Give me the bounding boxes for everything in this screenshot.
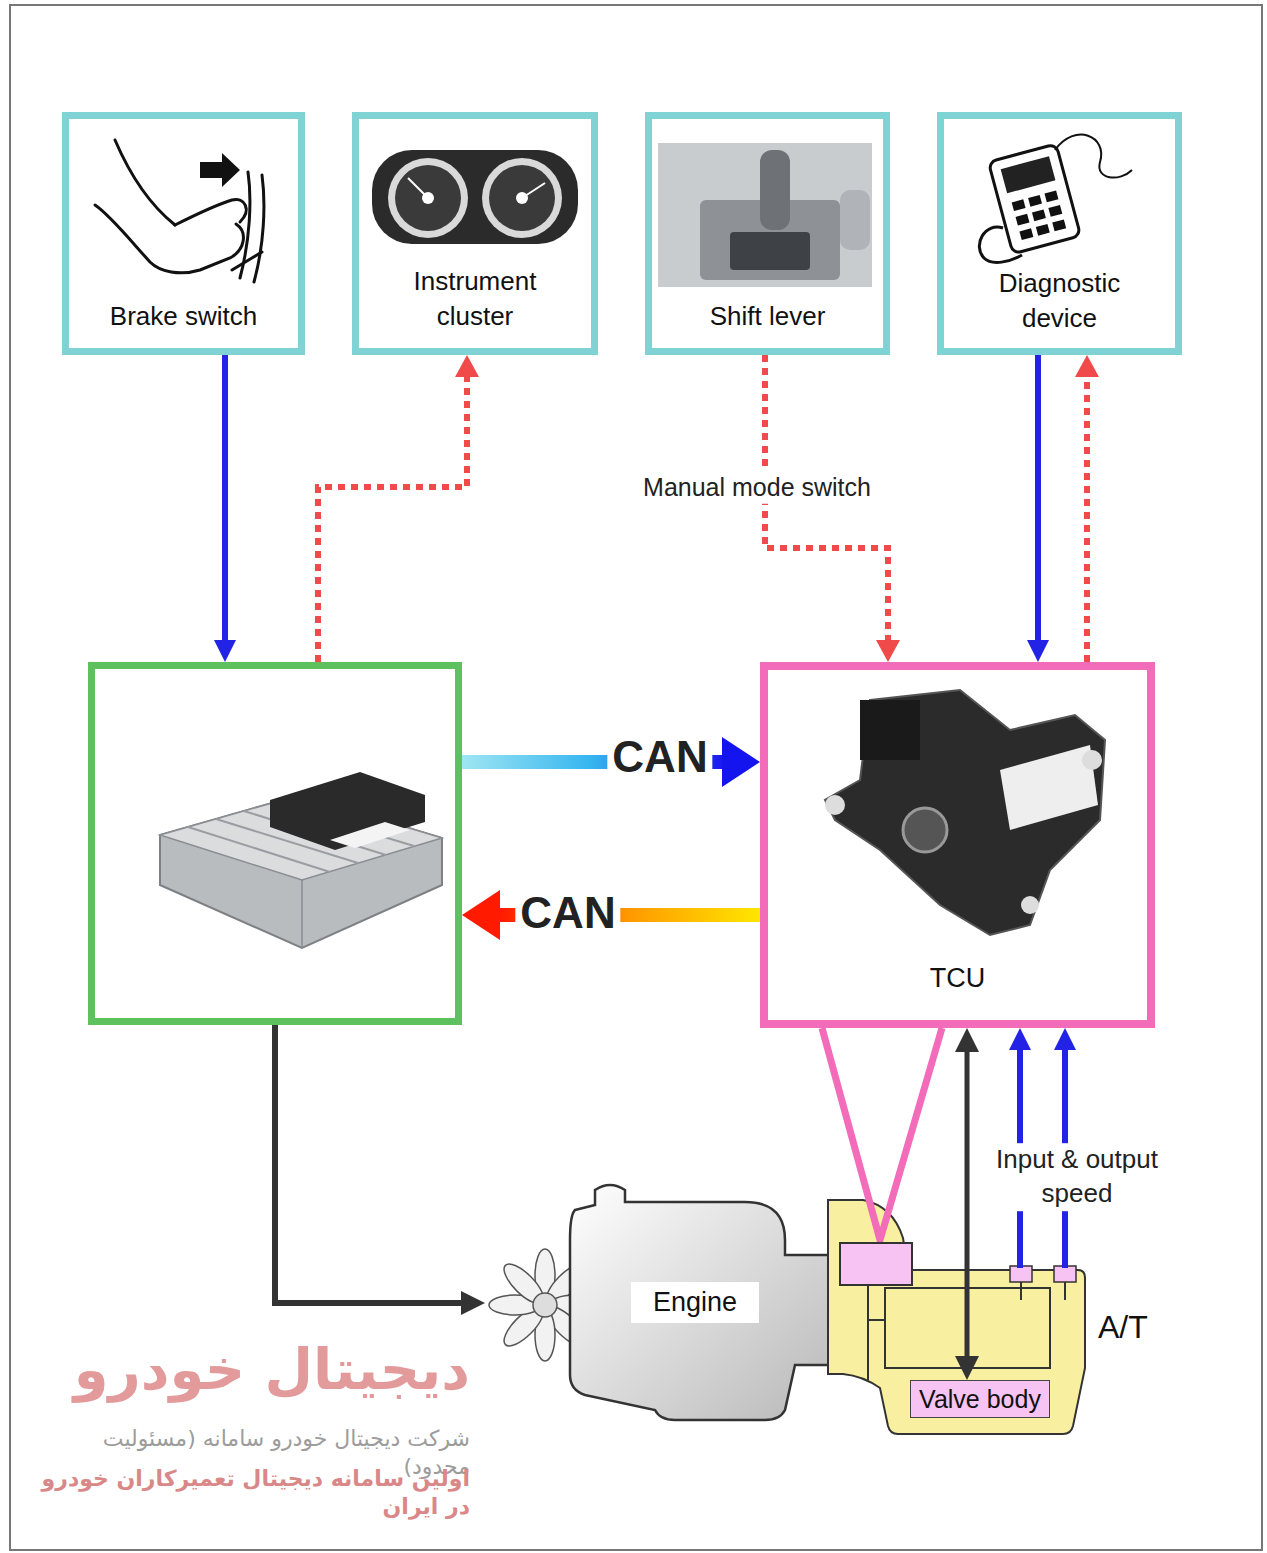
shift-lever-photo <box>658 143 872 287</box>
gauge-ring <box>482 158 562 238</box>
console-photo <box>658 143 872 287</box>
foot-line <box>175 200 246 225</box>
signal-connector <box>275 1025 461 1303</box>
tool-key <box>1045 191 1059 203</box>
ecu-box <box>88 662 462 1025</box>
label-anchor: CAN <box>515 884 620 941</box>
signal-connector <box>965 1052 970 1356</box>
brake-pedal-icon <box>95 140 264 282</box>
transmission-body <box>828 1200 1085 1434</box>
node-label: Diagnostic device <box>980 266 1140 336</box>
leg-line <box>115 140 175 225</box>
console-trim <box>840 190 870 250</box>
gauge-face <box>395 165 461 231</box>
ecu-illustration <box>160 772 442 948</box>
tool-key <box>1048 205 1062 217</box>
tool-key <box>1012 199 1026 211</box>
label-anchor: CAN <box>607 728 712 785</box>
ecu-sticker <box>330 822 410 848</box>
io-box: Diagnostic device <box>937 112 1182 355</box>
engine-body <box>570 1185 830 1420</box>
node-label: TCU <box>930 962 986 994</box>
pedal-arm <box>254 175 264 282</box>
tool-body <box>988 144 1080 254</box>
node-label: Engine <box>631 1282 759 1322</box>
page-frame <box>10 5 1262 1550</box>
node-label: A/T <box>1098 1308 1148 1346</box>
ecu-edge <box>301 880 303 948</box>
gauge-hub <box>422 192 434 204</box>
signal-label: Manual mode switch <box>638 471 876 504</box>
tcu-illustration <box>825 690 1105 935</box>
tool-key <box>1019 228 1033 240</box>
input-box: Shift lever <box>645 112 890 355</box>
gauge-face <box>489 165 555 231</box>
valve-body-box: Valve body <box>910 1380 1050 1418</box>
output-box: Instrument cluster <box>352 112 598 355</box>
cluster-icon <box>372 150 578 244</box>
tcu-mount <box>1021 896 1039 914</box>
tcu-body <box>825 690 1105 935</box>
signal-connector <box>1084 377 1090 662</box>
label-anchor: Manual mode switch <box>638 471 876 504</box>
bus-label: CAN <box>515 884 620 941</box>
tool-cable <box>1055 135 1132 178</box>
hand-line <box>979 227 1022 262</box>
signal-connector <box>222 355 228 640</box>
node-label: Brake switch <box>110 299 257 334</box>
gauge-ring <box>388 158 468 238</box>
watermark-text: دیجیتال خودرو <box>30 1335 470 1405</box>
engine-shape: Engine <box>485 1180 835 1425</box>
ecu-connector <box>270 772 425 850</box>
node-label: Shift lever <box>710 299 826 334</box>
label-anchor: Input & output speed <box>977 1143 1177 1211</box>
foot-line <box>95 205 243 273</box>
speed-sensor <box>1010 1266 1032 1282</box>
tcu-mount <box>1082 750 1102 770</box>
bus-label: CAN <box>607 728 712 785</box>
tcu-location <box>840 1243 912 1285</box>
tcu-mount <box>825 795 845 815</box>
label-anchor: دیجیتال خودرو <box>30 1335 470 1405</box>
tool-screen <box>1001 156 1056 193</box>
tool-key <box>1036 224 1050 236</box>
press-arrow <box>200 153 240 187</box>
signal-label: Input & output speed <box>977 1143 1177 1211</box>
label-anchor: اولین سامانه دیجیتال تعمیرکاران خودرو در… <box>30 1465 470 1520</box>
gauge-hub <box>516 192 528 204</box>
fan-hub <box>533 1293 557 1317</box>
tcu-box: TCU <box>760 662 1155 1028</box>
pedal-pad <box>232 252 262 270</box>
cluster-body <box>372 150 578 244</box>
shift-knob <box>760 150 790 230</box>
tool-key <box>1032 209 1046 221</box>
speed-sensor <box>1054 1266 1076 1282</box>
scan-tool-icon <box>988 144 1080 254</box>
shift-gate <box>730 232 810 270</box>
node-label: Instrument cluster <box>390 264 560 334</box>
tool-key <box>1016 214 1030 226</box>
signal-connector <box>318 377 467 662</box>
input-box: Brake switch <box>62 112 305 355</box>
tool-key <box>1052 219 1066 231</box>
transmission-shape: A/TValve body <box>828 1198 1085 1436</box>
signal-connector <box>1035 355 1041 640</box>
tool-key <box>1028 195 1042 207</box>
tcu-shaft-hole <box>903 808 947 852</box>
tcu-connector <box>860 700 920 760</box>
node-label: Valve body <box>919 1384 1041 1414</box>
watermark-text: اولین سامانه دیجیتال تعمیرکاران خودرو در… <box>30 1465 470 1520</box>
